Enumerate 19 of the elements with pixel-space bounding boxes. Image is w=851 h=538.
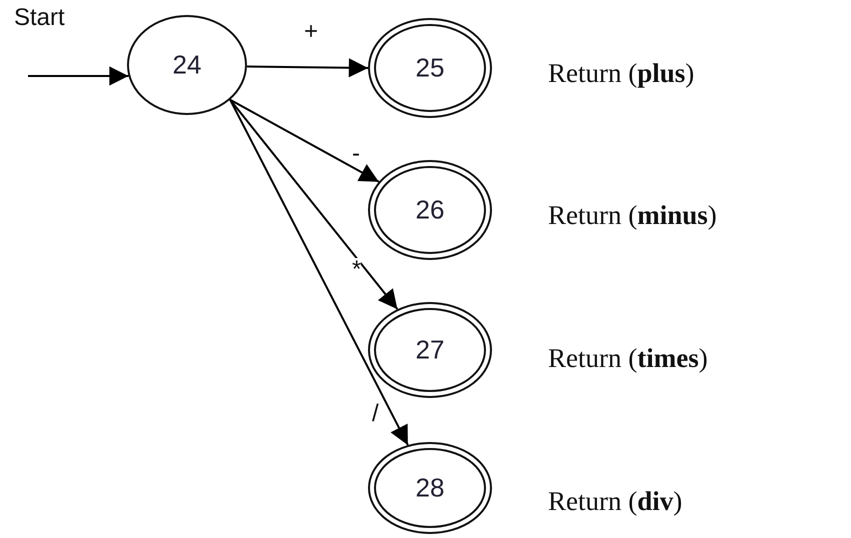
- accepting-state-circle: [368, 160, 492, 260]
- state-number: 26: [414, 194, 446, 226]
- transition-arrow: [229, 99, 409, 446]
- state-number: 25: [414, 52, 446, 84]
- transition-arrow: [230, 98, 380, 183]
- state-number: 27: [414, 334, 446, 366]
- state-number: 24: [172, 50, 202, 80]
- return-action-text: Return (minus): [548, 200, 717, 231]
- transition-arrow: [229, 99, 398, 310]
- accepting-state-circle: [368, 18, 492, 118]
- state-number: 28: [414, 472, 446, 504]
- accepting-state-circle: [368, 302, 492, 398]
- return-action-text: Return (div): [548, 486, 682, 517]
- return-action-text: Return (plus): [548, 58, 694, 89]
- state-circle: [127, 15, 247, 115]
- return-action-text: Return (times): [548, 343, 708, 374]
- accepting-state-circle: [368, 442, 492, 534]
- transition-arrow: [28, 66, 129, 86]
- transition-arrow: [246, 58, 368, 78]
